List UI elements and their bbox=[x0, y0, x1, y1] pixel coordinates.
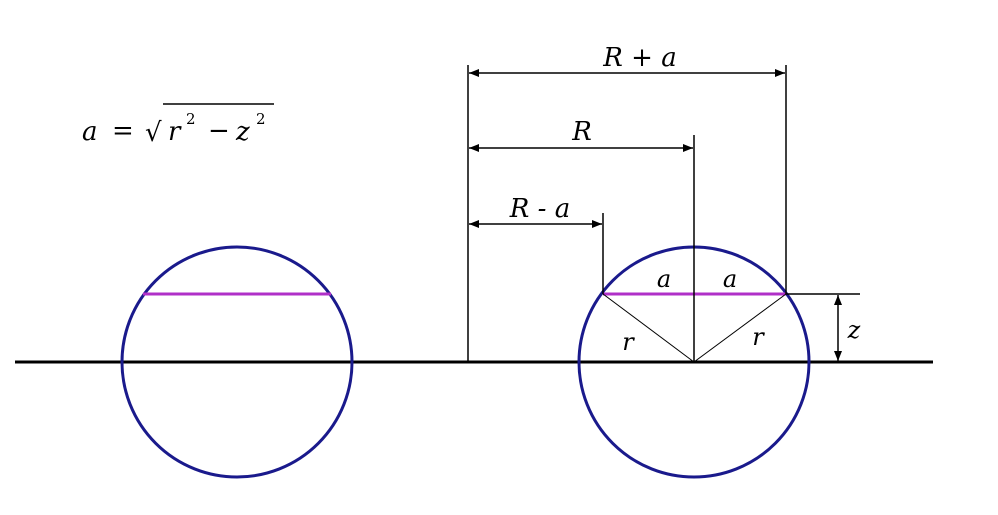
radius-line-left bbox=[602, 293, 695, 363]
label-a-left: a bbox=[657, 265, 671, 293]
formula: a = √ r 2 − z 2 bbox=[82, 103, 274, 148]
label-radius-left: r bbox=[622, 328, 635, 356]
label-a-right: a bbox=[723, 265, 737, 293]
formula-r-exponent: 2 bbox=[186, 110, 196, 128]
label-r: R bbox=[571, 117, 592, 147]
label-r-plus-a: R + a bbox=[602, 43, 676, 73]
label-r-minus-a: R - a bbox=[509, 194, 570, 224]
formula-z-exponent: 2 bbox=[256, 110, 266, 128]
formula-lhs: a bbox=[82, 117, 98, 147]
formula-minus: − bbox=[208, 116, 230, 146]
formula-z: z bbox=[235, 117, 250, 147]
label-radius-right: r bbox=[752, 323, 765, 351]
sqrt-sign: √ bbox=[145, 118, 162, 148]
formula-equals: = bbox=[112, 116, 134, 146]
left-circle bbox=[120, 245, 354, 479]
label-z: z bbox=[847, 316, 861, 344]
radius-line-right bbox=[693, 293, 787, 363]
formula-r: r bbox=[168, 117, 182, 147]
